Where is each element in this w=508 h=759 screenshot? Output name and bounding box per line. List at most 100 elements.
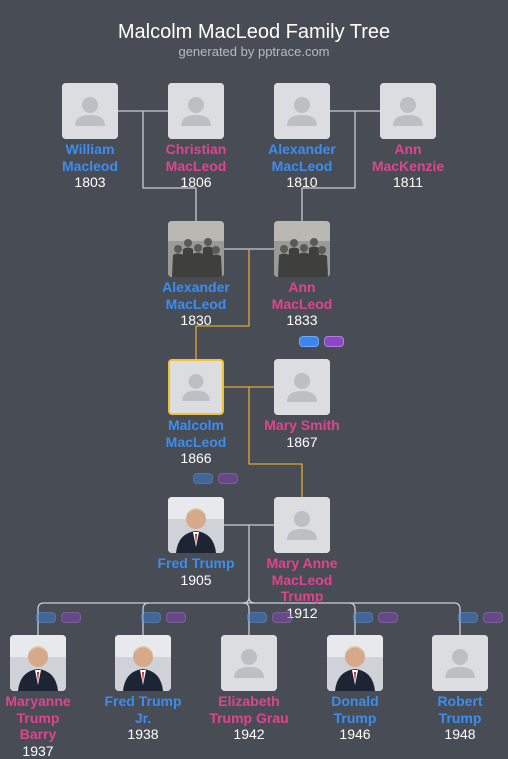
person-name-line: MacLeod: [271, 571, 333, 588]
person-birth-year: 1806: [180, 174, 212, 190]
person-name-line: Macleod: [61, 157, 118, 174]
child-0-family-purple-pill[interactable]: [61, 612, 81, 623]
person-placeholder-icon[interactable]: [62, 83, 118, 139]
person-placeholder-icon[interactable]: [221, 635, 277, 691]
child-branch-line: [37, 602, 45, 635]
child-1-family-purple-pill[interactable]: [166, 612, 186, 623]
person-name-line: Ann: [394, 141, 422, 157]
child-branch-line: [142, 602, 150, 635]
person-photo[interactable]: [327, 635, 383, 691]
person-placeholder-icon[interactable]: [274, 83, 330, 139]
person-birth-year: 1803: [74, 174, 106, 190]
person-placeholder-icon[interactable]: [432, 635, 488, 691]
person-placeholder-icon[interactable]: [168, 359, 224, 415]
child-0-family-blue-pill[interactable]: [36, 612, 56, 623]
person-name-line: Elizabeth: [218, 693, 280, 709]
child-1-family-blue-pill[interactable]: [141, 612, 161, 623]
person-photo[interactable]: [274, 221, 330, 277]
person-name-line: MacLeod: [271, 295, 333, 312]
person-placeholder-icon[interactable]: [168, 83, 224, 139]
child-4-family-blue-pill[interactable]: [458, 612, 478, 623]
person-name-line: Fred Trump: [104, 693, 182, 709]
person-placeholder-icon[interactable]: [274, 359, 330, 415]
person-name-line: William: [65, 141, 115, 157]
descent-junction: [242, 596, 256, 604]
person-birth-year: 1830: [180, 312, 212, 328]
child-3-family-purple-pill[interactable]: [378, 612, 398, 623]
person-name[interactable]: Mary Smith: [247, 417, 357, 434]
person-photo[interactable]: [10, 635, 66, 691]
person-name-line: Trump: [16, 709, 60, 726]
person-photo[interactable]: [115, 635, 171, 691]
person-name-line: Alexander: [162, 279, 230, 295]
person-birth-year: 1905: [180, 571, 212, 588]
person-birth-year: 1946: [339, 726, 371, 742]
child-3-family-blue-pill[interactable]: [353, 612, 373, 623]
mary-smith-parents-blue-pill[interactable]: [299, 336, 319, 347]
fred-trump-parents-purple-pill[interactable]: [218, 473, 238, 484]
person-birth-year: 1810: [286, 174, 318, 190]
person-birth-year: 1811: [392, 174, 424, 190]
child-4-family-purple-pill[interactable]: [483, 612, 503, 623]
person-birth-year: 1912: [286, 604, 318, 621]
child-branch-line: [453, 602, 461, 635]
person-birth-year: 1833: [286, 312, 318, 328]
person-name-line: Christian: [165, 141, 227, 157]
person-name-line: Mary Anne: [266, 555, 338, 571]
person-name-line: Alexander: [268, 141, 336, 157]
descent-line: [142, 111, 197, 221]
person-birth-year: 1938: [127, 726, 159, 742]
page-subtitle: generated by pptrace.com: [178, 44, 330, 59]
person-name-line: Barry: [19, 726, 57, 742]
fred-trump-parents-blue-pill[interactable]: [193, 473, 213, 484]
person-name-line: Trump: [333, 709, 377, 726]
person-birth-year: 1948: [444, 726, 476, 742]
child-2-family-blue-pill[interactable]: [247, 612, 267, 623]
person-photo[interactable]: [168, 497, 224, 553]
person-name-line: Trump: [280, 588, 324, 604]
person-name-line: Trump Grau: [209, 709, 289, 726]
child-2-family-purple-pill[interactable]: [272, 612, 292, 623]
mary-smith-parents-purple-pill[interactable]: [324, 336, 344, 347]
person-placeholder-icon[interactable]: [274, 497, 330, 553]
person-placeholder-icon[interactable]: [380, 83, 436, 139]
person-birth-year: 1867: [286, 433, 318, 450]
person-name-line: Robert: [437, 693, 483, 709]
person-name-line: Maryanne: [5, 693, 71, 709]
lineage-line: [248, 387, 303, 497]
person-photo[interactable]: [168, 221, 224, 277]
person-name[interactable]: Fred Trump: [141, 555, 251, 572]
person-name-line: MacLeod: [271, 157, 333, 174]
child-branch-line: [348, 602, 356, 635]
person-name-line: Ann: [288, 279, 316, 295]
page-title: Malcolm MacLeod Family Tree: [117, 21, 391, 43]
